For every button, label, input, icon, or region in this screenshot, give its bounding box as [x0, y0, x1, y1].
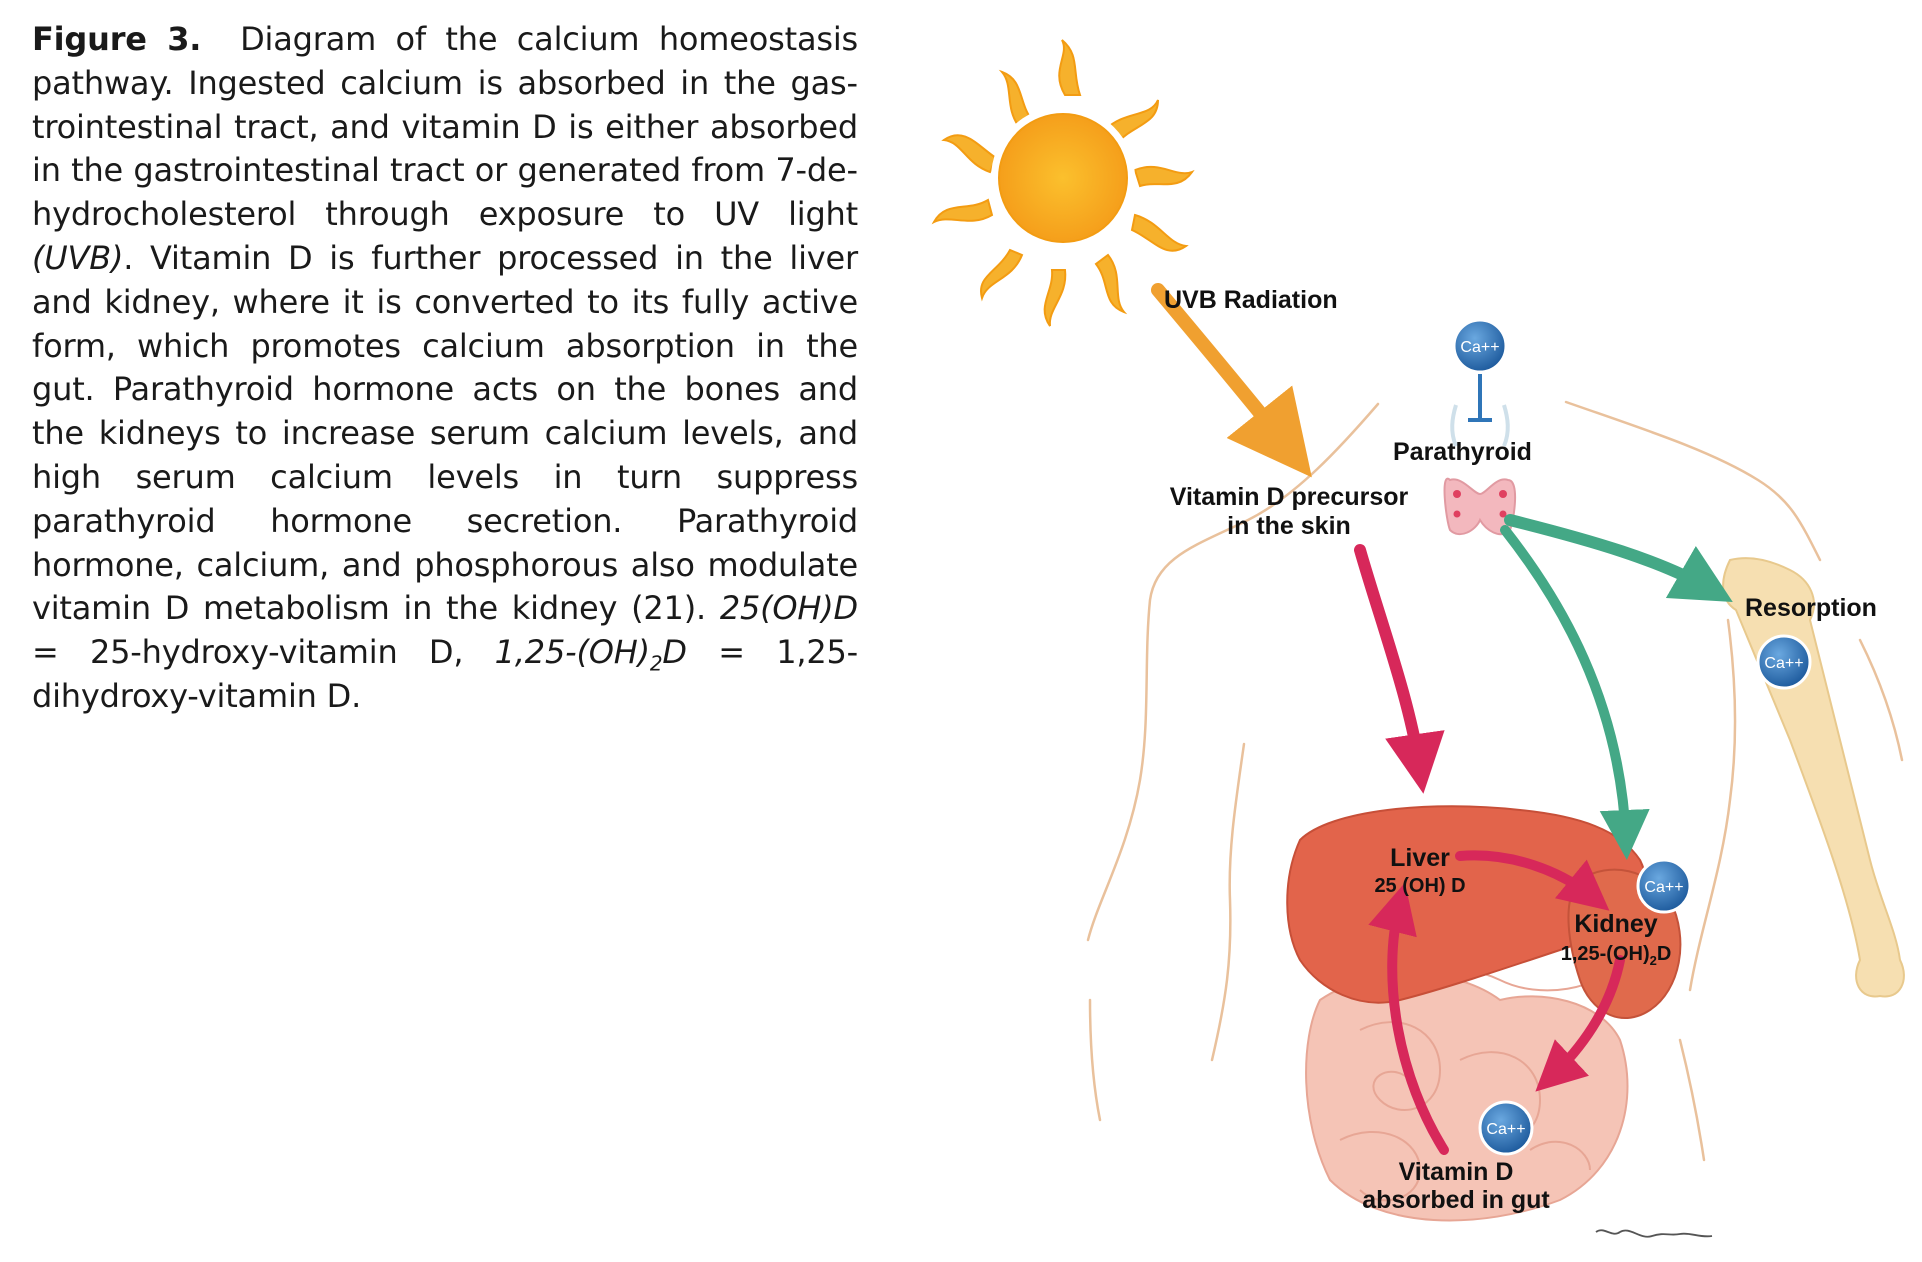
- uvb-arrow: [1151, 283, 1312, 478]
- precursor-label-line1: Vitamin D precursor: [1170, 483, 1409, 511]
- figure-caption: Figure 3. Diagram of the calcium homeost…: [32, 18, 858, 719]
- gut-label-line2: absorbed in gut: [1362, 1186, 1550, 1214]
- parathyroid-to-kidney-arrow: [1500, 525, 1650, 860]
- artist-signature: [1595, 1229, 1713, 1238]
- calcium-badge-bone: Ca++: [1756, 634, 1812, 690]
- caption-def-125ohd: = 1,25-dihydroxy-vitamin D.: [32, 633, 858, 715]
- skin-to-liver-arrow: [1354, 544, 1445, 794]
- kidney-sub-post: D: [1657, 943, 1671, 965]
- precursor-label-line2: in the skin: [1227, 512, 1351, 540]
- liver-label: Liver: [1390, 844, 1450, 872]
- parathyroid-label: Parathyroid: [1393, 438, 1532, 466]
- calcium-badge-text: Ca++: [1486, 1121, 1525, 1138]
- calcium-badge-gut: Ca++: [1478, 1100, 1534, 1156]
- calcium-badge-parathyroid: Ca++: [1452, 318, 1508, 374]
- kidney-sub-sub: 2: [1650, 953, 1657, 968]
- gut-to-liver-arrow: [1368, 882, 1449, 1155]
- parathyroid-gland: [1443, 374, 1516, 536]
- bone: [1722, 557, 1905, 998]
- liver-to-kidney-arrow: [1455, 850, 1610, 911]
- kidney-sub-pre: 1,25-(OH): [1561, 943, 1650, 965]
- kidney-to-gut-arrow: [1535, 955, 1625, 1092]
- calcium-badge-kidney: Ca++: [1636, 858, 1692, 914]
- kidney-sublabel: 1,25-(OH)2D: [1561, 943, 1672, 968]
- body-outline: [1086, 400, 1904, 1162]
- calcium-badge-text: Ca++: [1764, 655, 1803, 672]
- gut-label-line1: Vitamin D: [1399, 1158, 1514, 1186]
- caption-body-2: . Vitamin D is further processed in the …: [32, 238, 858, 628]
- sun-icon: [931, 39, 1195, 327]
- caption-abbr-125ohd-post: D: [662, 633, 687, 672]
- caption-abbr-25ohd: 25(OH)D: [719, 589, 858, 628]
- caption-body-1: Diagram of the calcium homeostasis pathw…: [32, 20, 858, 234]
- caption-abbr-125ohd-pre: 1,25-(OH): [494, 633, 650, 672]
- caption-def-25ohd: = 25-hydroxy-vitamin D,: [32, 633, 495, 672]
- uvb-radiation-label: UVB Radiation: [1164, 286, 1338, 314]
- kidney-label: Kidney: [1574, 910, 1657, 938]
- caption-uvb: (UVB): [32, 238, 124, 277]
- caption-abbr-125ohd: 1,25-(OH)2D: [494, 633, 687, 673]
- parathyroid-to-bone-arrow: [1504, 514, 1733, 602]
- resorption-label: Resorption: [1745, 594, 1877, 622]
- caption-abbr-125ohd-sub: 2: [649, 651, 663, 676]
- figure-label: Figure 3.: [32, 20, 202, 58]
- liver-sublabel: 25 (OH) D: [1374, 875, 1465, 897]
- calcium-badge-text: Ca++: [1644, 879, 1683, 896]
- calcium-badge-text: Ca++: [1460, 339, 1499, 356]
